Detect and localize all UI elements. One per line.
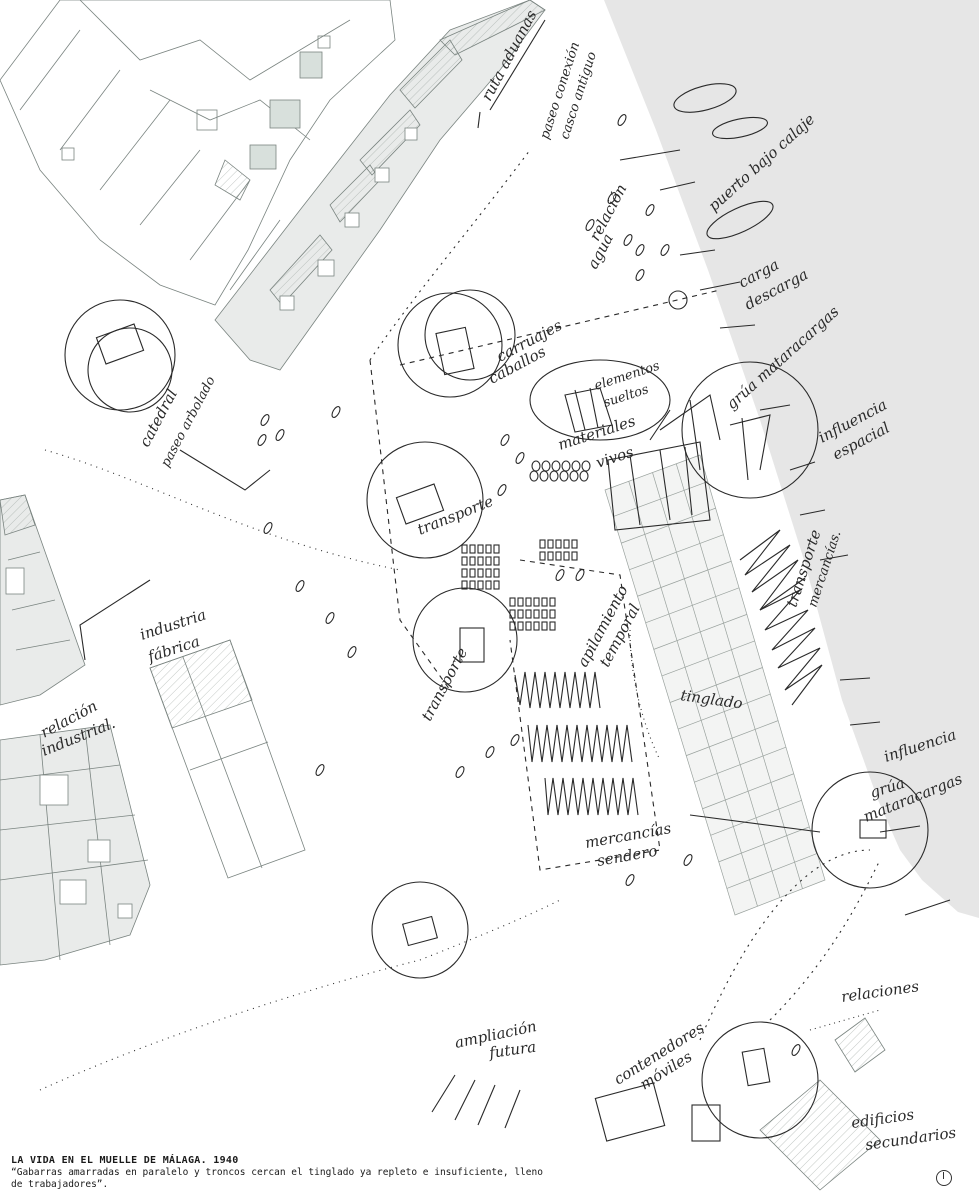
sea-area — [604, 0, 979, 918]
building-block-southwest — [0, 724, 151, 966]
influence-circle-south — [371, 881, 469, 979]
tinglado-grid — [604, 454, 826, 916]
label-edificios-1: edificios — [850, 1105, 915, 1132]
factory-building — [149, 639, 306, 879]
label-relaciones: relaciones — [840, 977, 920, 1006]
influence-circle-carriages — [397, 292, 503, 398]
building-block-west — [0, 494, 86, 706]
building-block-east — [214, 0, 546, 371]
influence-circle-containers — [701, 1021, 819, 1139]
compass-icon — [936, 1170, 952, 1186]
sketch-annotations — [39, 19, 951, 1142]
future-expansion-arrows — [431, 1074, 521, 1129]
caption-title: LA VIDA EN EL MUELLE DE MÁLAGA. 1940 — [11, 1155, 239, 1166]
influence-circle-crane-2 — [811, 771, 929, 889]
caption-quote-line-1: “Gabarras amarradas en paralelo y tronco… — [11, 1167, 543, 1178]
caption-quote-line-2: de trabajadores”. — [11, 1179, 109, 1190]
influence-circle-crane-1 — [681, 361, 819, 499]
building-block-north — [0, 0, 396, 306]
influence-circle-transport-1 — [366, 441, 484, 559]
label-transporte-2: transporte — [418, 644, 472, 723]
secondary-buildings — [759, 1017, 886, 1191]
map-caption: LA VIDA EN EL MUELLE DE MÁLAGA. 1940 “Ga… — [11, 1155, 571, 1191]
label-transporte-1: transporte — [415, 492, 496, 539]
label-vivos: vivos — [594, 443, 636, 472]
influence-circle-cathedral — [64, 299, 176, 411]
influence-circle-transport-2 — [412, 587, 518, 693]
